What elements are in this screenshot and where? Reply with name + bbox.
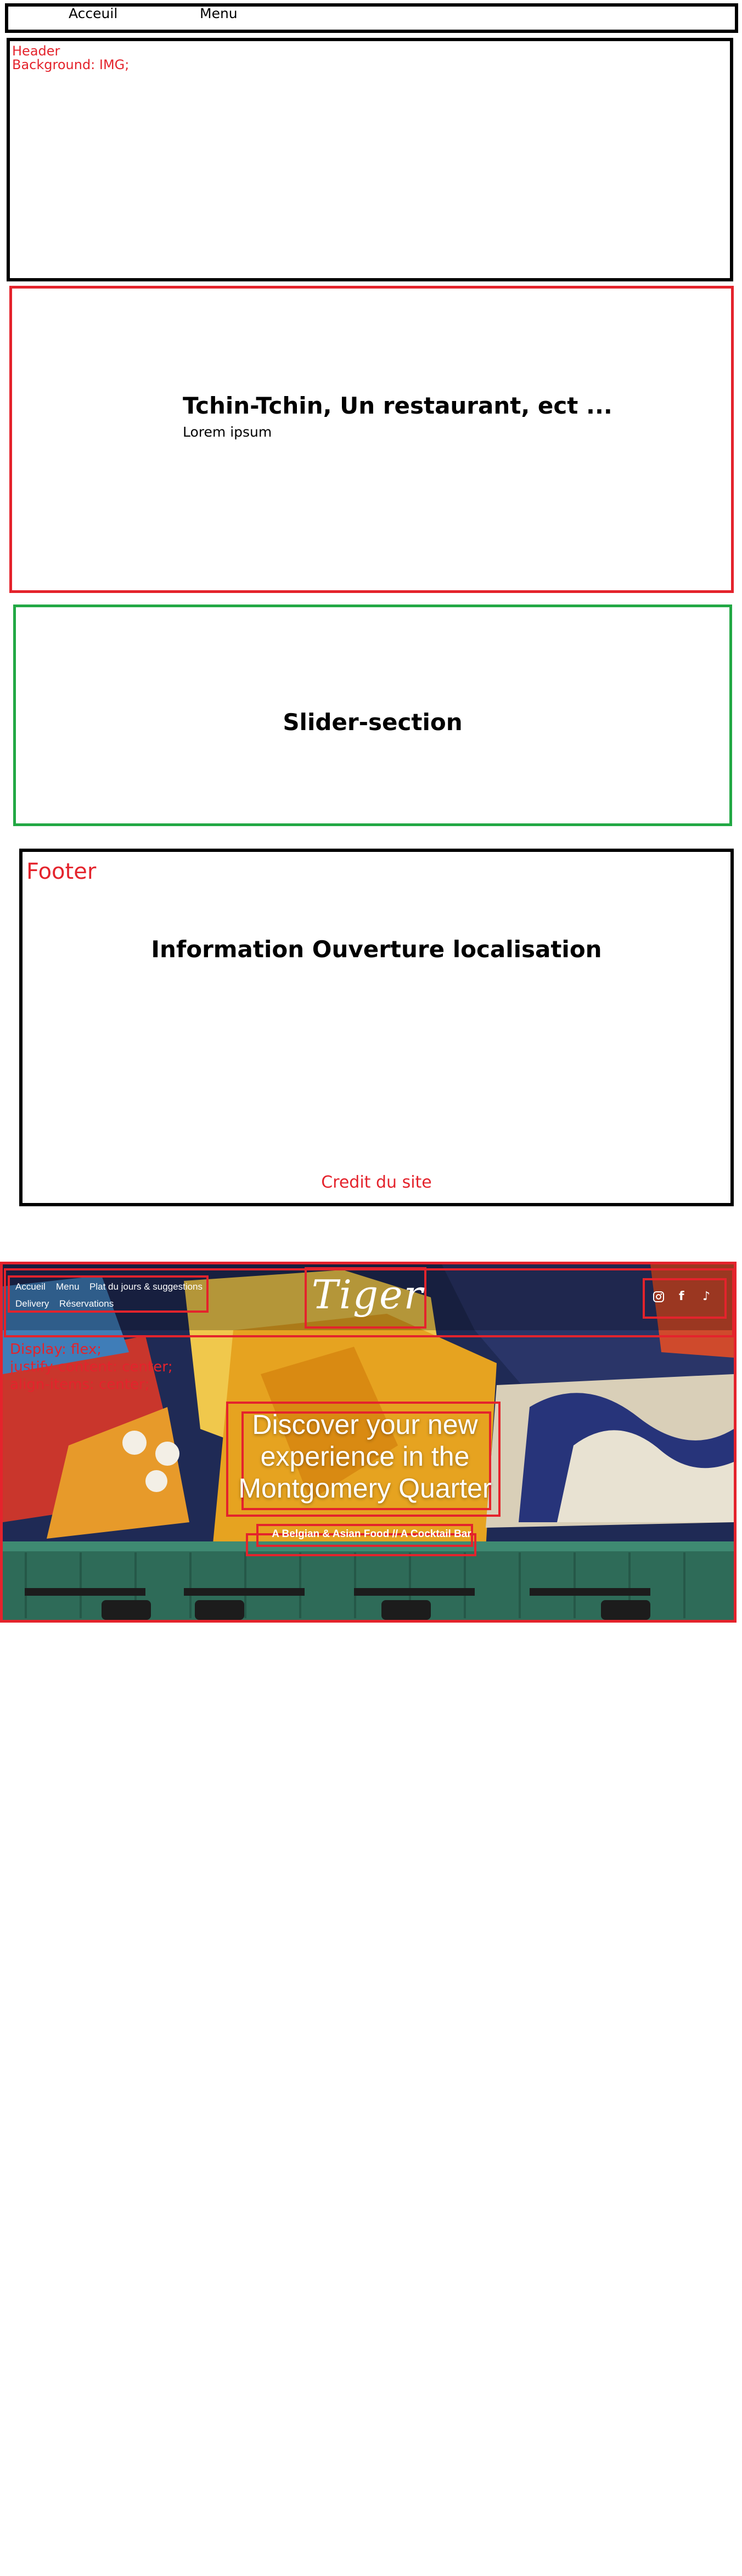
wireframe-nav-bar [5, 3, 738, 33]
wireframe-header-section [7, 38, 733, 281]
header-mockup [0, 1262, 737, 1623]
tagline-annotation-box [256, 1524, 473, 1547]
footer-info-text: Information Ouverture localisation [151, 936, 602, 963]
hero-tagline: A Belgian & Asian Food // A Cocktail Bar [272, 1528, 471, 1540]
hero-headline: Discover your new experience in the Mont… [238, 1409, 492, 1504]
footer-credit-text: Credit du site [321, 1173, 432, 1192]
social-annotation-box [643, 1278, 727, 1319]
navbar-annotation-box [4, 1268, 734, 1337]
nav-links-annotation-box [8, 1275, 209, 1313]
intro-subtitle: Lorem ipsum [183, 424, 272, 440]
tiger-logo[interactable]: Tiger [311, 1272, 424, 1318]
restaurant-mural-image [3, 1264, 734, 1620]
css-note-display: Display: flex; [10, 1341, 102, 1358]
mock-nav-plat-du-jour[interactable]: Plat du jours & suggestions [89, 1281, 203, 1292]
header-label: Header [12, 43, 60, 59]
css-note-align: align-items: center; [10, 1376, 150, 1393]
nav-link-menu[interactable]: Menu [200, 5, 238, 21]
mock-nav-delivery[interactable]: Delivery [15, 1298, 49, 1309]
slider-label: Slider-section [283, 709, 463, 736]
headline-inner-annotation-box [241, 1411, 491, 1510]
mock-nav-accueil[interactable]: Accueil [15, 1281, 46, 1292]
header-background-note: Background: IMG; [12, 57, 130, 72]
nav-link-acceuil[interactable]: Acceuil [69, 5, 118, 21]
facebook-icon[interactable]: f [679, 1290, 684, 1303]
wireframe-slider-section [13, 605, 732, 826]
tagline-outer-annotation-box [246, 1533, 476, 1556]
css-note-justify: justify-content: center; [10, 1359, 173, 1375]
instagram-icon[interactable] [653, 1291, 665, 1306]
logo-annotation-box [305, 1267, 426, 1329]
footer-label: Footer [26, 859, 97, 884]
headline-annotation-box [226, 1402, 501, 1517]
wireframe-intro-section [9, 286, 734, 593]
mock-nav-reservations[interactable]: Réservations [59, 1298, 114, 1309]
tiktok-icon[interactable]: ♪ [702, 1290, 711, 1303]
mock-nav-menu[interactable]: Menu [56, 1281, 80, 1292]
wireframe-footer-section [19, 849, 734, 1206]
intro-title: Tchin-Tchin, Un restaurant, ect ... [183, 392, 612, 419]
